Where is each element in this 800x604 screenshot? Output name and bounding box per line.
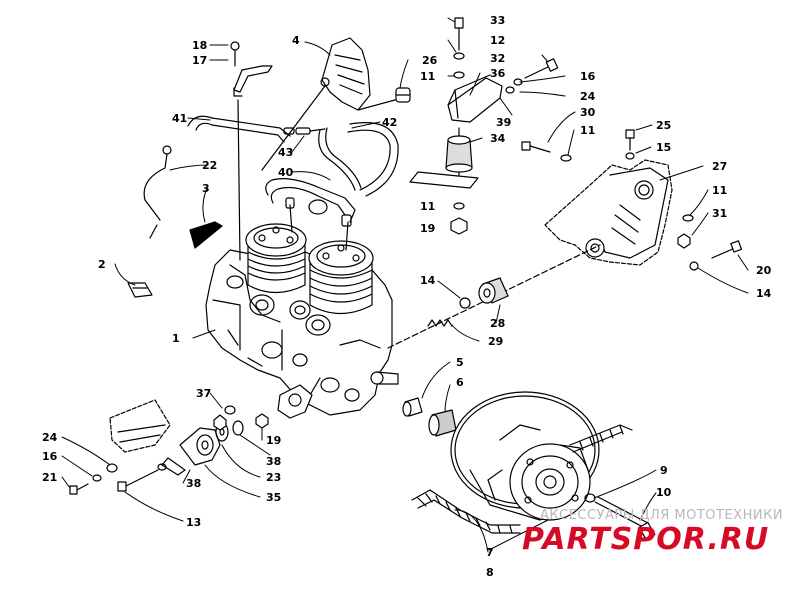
plate-under-34 xyxy=(409,171,479,189)
bolt-13 xyxy=(117,463,167,492)
callout-18: 18 xyxy=(192,39,207,52)
callout-11-d: 11 xyxy=(420,200,435,213)
spacer-5 xyxy=(402,397,423,417)
callout-14-a: 14 xyxy=(420,274,436,287)
callout-5: 5 xyxy=(456,356,464,369)
mount-bracket-4 xyxy=(261,37,396,171)
callout-9: 9 xyxy=(660,464,668,477)
wire-22 xyxy=(143,145,172,239)
callout-13: 13 xyxy=(186,516,201,529)
callout-17: 17 xyxy=(192,54,207,67)
cylinder-right xyxy=(308,214,374,314)
callout-33: 33 xyxy=(490,14,505,27)
callout-38-b: 38 xyxy=(186,477,201,490)
callout-11-c: 11 xyxy=(712,184,727,197)
bushing-6 xyxy=(428,409,457,437)
bolt-25 xyxy=(625,129,635,160)
callout-23: 23 xyxy=(266,471,281,484)
washer-12-33 xyxy=(453,17,465,79)
callout-21: 21 xyxy=(42,471,57,484)
nut-31 xyxy=(677,214,694,249)
bolt-20 xyxy=(689,240,743,271)
mount-plate-lower xyxy=(109,399,171,453)
watermark-brand: PARTSPOR.RU xyxy=(522,522,769,557)
callout-28: 28 xyxy=(490,317,505,330)
callout-8: 8 xyxy=(486,566,494,579)
callout-36: 36 xyxy=(490,67,506,80)
callout-12: 12 xyxy=(490,34,505,47)
callout-32: 32 xyxy=(490,52,505,65)
spacer-28 xyxy=(459,277,509,309)
leader-lines xyxy=(61,17,749,553)
decal-3 xyxy=(189,221,223,249)
callout-19-b: 19 xyxy=(266,434,281,447)
callout-2: 2 xyxy=(98,258,106,271)
bolt-32 xyxy=(505,58,559,94)
callout-30: 30 xyxy=(580,106,596,119)
callout-7: 7 xyxy=(486,546,494,559)
nut-19-top xyxy=(450,202,468,235)
cylinder-left xyxy=(245,197,307,294)
callout-35: 35 xyxy=(266,491,281,504)
callout-24-a: 24 xyxy=(580,90,596,103)
callout-22: 22 xyxy=(202,159,217,172)
nut-19-lower xyxy=(255,413,269,429)
callout-4: 4 xyxy=(292,34,300,47)
callout-29: 29 xyxy=(488,335,503,348)
callout-20: 20 xyxy=(756,264,772,277)
callout-10: 10 xyxy=(656,486,672,499)
callout-26: 26 xyxy=(422,54,438,67)
bracket-lower-engine xyxy=(277,384,313,419)
drive-clutch-7 xyxy=(450,391,600,521)
callout-38-a: 38 xyxy=(266,455,281,468)
callout-34: 34 xyxy=(490,132,506,145)
bolt-18 xyxy=(230,41,240,67)
callout-24-b: 24 xyxy=(42,431,58,444)
bolt-10 xyxy=(584,493,656,541)
callout-16-a: 16 xyxy=(580,70,596,83)
bracket-17 xyxy=(233,65,273,261)
callout-labels: 1 2 3 4 5 6 7 8 9 10 11 11 11 11 12 13 1… xyxy=(42,14,772,579)
callout-41: 41 xyxy=(172,112,187,125)
rubber-mount-34 xyxy=(445,127,473,179)
bracket-27 xyxy=(544,159,673,266)
callout-11-b: 11 xyxy=(580,124,595,137)
top-hoses xyxy=(187,115,399,223)
callout-42: 42 xyxy=(382,116,397,129)
callout-15: 15 xyxy=(656,141,671,154)
watermark-tagline: АКСЕССУАРЫ ДЛЯ МОТОТЕХНИКИ xyxy=(540,508,783,523)
callout-1: 1 xyxy=(172,332,180,345)
callout-19-a: 19 xyxy=(420,222,435,235)
rear-mount-35 xyxy=(161,427,221,476)
callout-39: 39 xyxy=(496,116,511,129)
callout-16-b: 16 xyxy=(42,450,58,463)
callout-11-a: 11 xyxy=(420,70,435,83)
callout-25: 25 xyxy=(656,119,671,132)
watermark: АКСЕССУАРЫ ДЛЯ МОТОТЕХНИКИ PARTSPOR.RU xyxy=(522,508,783,557)
grommet-26 xyxy=(395,87,411,103)
bolt-21 xyxy=(69,463,118,495)
washers-23-37 xyxy=(213,405,244,442)
spring-29 xyxy=(427,319,453,327)
callout-27: 27 xyxy=(712,160,727,173)
mount-36 xyxy=(447,74,503,123)
callout-6: 6 xyxy=(456,376,464,389)
callout-43: 43 xyxy=(278,146,293,159)
callout-37: 37 xyxy=(196,387,211,400)
callout-14-b: 14 xyxy=(756,287,772,300)
callout-3: 3 xyxy=(202,182,210,195)
callout-31: 31 xyxy=(712,207,727,220)
plate-2 xyxy=(127,282,153,298)
callout-40: 40 xyxy=(278,166,294,179)
bolt-30 xyxy=(521,141,572,162)
